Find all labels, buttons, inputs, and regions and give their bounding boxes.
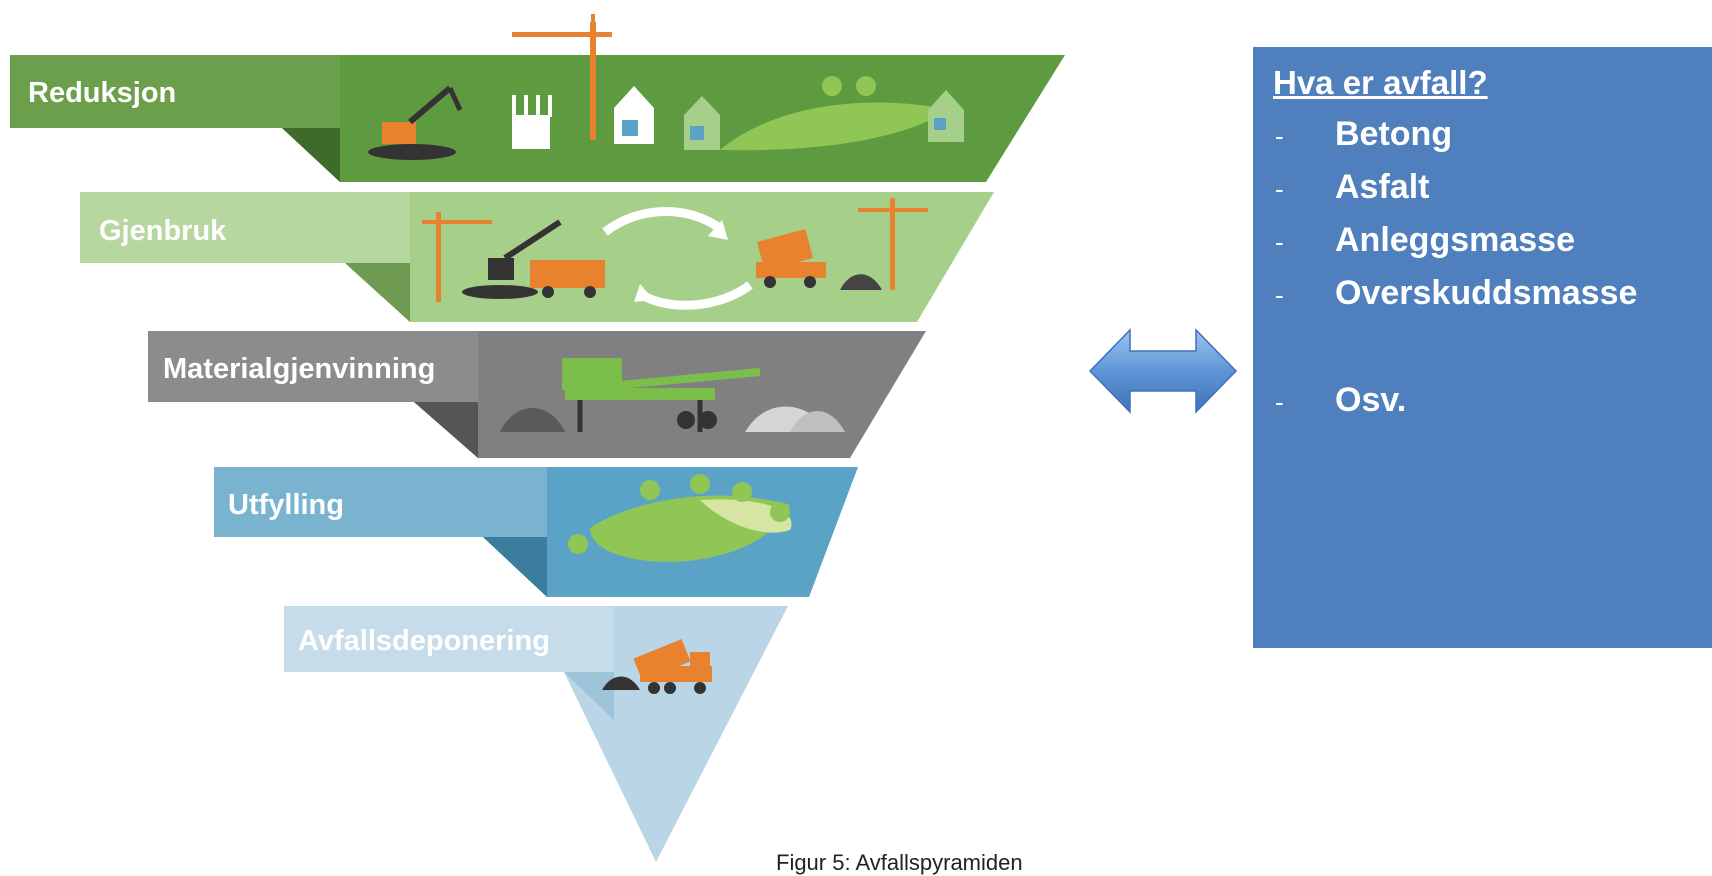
info-box-title: Hva er avfall? (1273, 64, 1488, 101)
list-item: - Overskuddsmasse (1271, 268, 1694, 321)
list-spacer (1271, 321, 1694, 375)
bullet-dash: - (1275, 174, 1284, 204)
landscape-trees-illustration (568, 474, 792, 562)
tier-label-reduksjon: Reduksjon (28, 77, 176, 109)
tier-label-gjenbruk: Gjenbruk (99, 215, 227, 247)
pyramid-tier-reduksjon: Reduksjon (10, 14, 1065, 182)
list-item: - Anleggsmasse (1271, 215, 1694, 268)
tier-label-materialgjenvinning: Materialgjenvinning (163, 353, 435, 385)
bullet-dash: - (1275, 387, 1284, 417)
list-item-label: Anleggsmasse (1335, 221, 1575, 259)
list-item: - Asfalt (1271, 162, 1694, 215)
bullet-dash: - (1275, 280, 1284, 310)
pyramid-tier-materialgjenvinning: Materialgjenvinning (148, 331, 926, 458)
excavator-buildings-houses-illustration (368, 14, 964, 160)
tier-label-avfallsdeponering: Avfallsdeponering (298, 625, 550, 657)
figure-caption: Figur 5: Avfallspyramiden (776, 850, 1023, 875)
list-item: - Betong (1271, 109, 1694, 162)
pyramid-tier-gjenbruk: Gjenbruk (80, 192, 994, 322)
list-item-label: Asfalt (1335, 168, 1430, 206)
dump-truck-illustration (602, 639, 712, 694)
double-arrow-icon (1088, 328, 1238, 414)
list-item-label: Betong (1335, 115, 1453, 153)
pyramid-tier-avfallsdeponering: Avfallsdeponering (284, 606, 788, 862)
list-item-label: Osv. (1335, 381, 1407, 419)
pyramid-tier-utfylling: Utfylling (214, 467, 858, 597)
list-item: - Osv. (1271, 375, 1694, 428)
waste-definition-box: Hva er avfall? - Betong - Asfalt - Anleg… (1253, 47, 1712, 648)
excavator-truck-recycle-illustration (422, 198, 928, 310)
tier-label-utfylling: Utfylling (228, 489, 344, 521)
bullet-dash: - (1275, 121, 1284, 151)
bullet-dash: - (1275, 227, 1284, 257)
crusher-machine-illustration (500, 358, 845, 432)
list-item-label: Overskuddsmasse (1335, 274, 1638, 312)
